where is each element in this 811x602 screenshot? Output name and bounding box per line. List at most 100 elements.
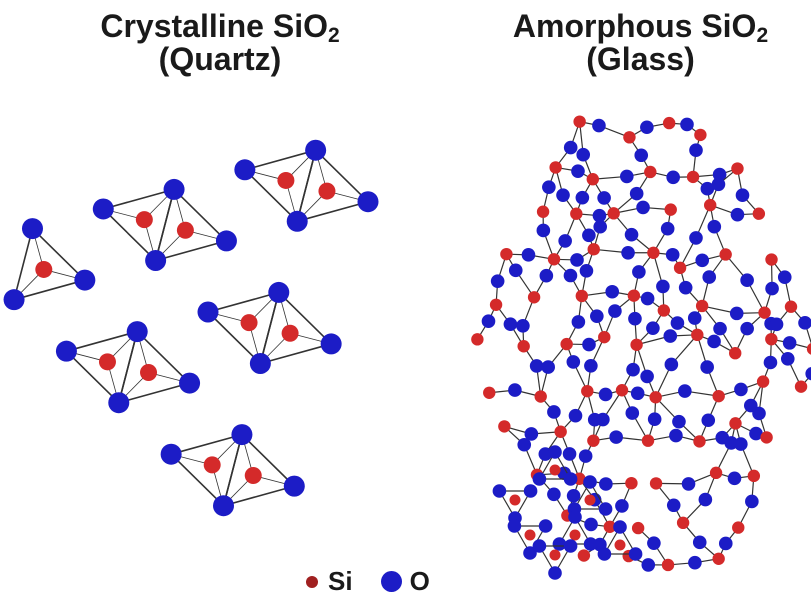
silicon-atom	[577, 549, 591, 562]
oxygen-atom	[508, 383, 522, 397]
oxygen-atom	[695, 253, 710, 268]
silicon-atom	[549, 464, 561, 476]
silicon-atom	[240, 314, 258, 332]
oxygen-atom	[562, 447, 577, 461]
oxygen-atom	[55, 340, 77, 362]
oxygen-atom	[548, 445, 562, 459]
silicon-atom	[483, 386, 496, 399]
oxygen-atom	[529, 359, 544, 373]
silicon-atom	[534, 390, 547, 403]
oxygen-atom	[805, 367, 811, 381]
silicon-atom	[661, 558, 675, 572]
oxygen-atom	[734, 382, 748, 397]
tetrahedron-edge	[296, 150, 317, 222]
silicon-atom	[536, 205, 550, 218]
silicon-atom	[570, 207, 583, 220]
oxygen-atom	[492, 484, 507, 498]
tetrahedron-edge	[278, 291, 332, 345]
oxygen-atom	[730, 207, 745, 222]
oxygen-atom	[605, 284, 620, 299]
silicon-atom	[664, 203, 677, 216]
silicon-atom	[244, 466, 262, 484]
oxygen-atom	[3, 289, 25, 311]
oxygen-atom	[582, 337, 596, 352]
silicon-atom	[140, 363, 158, 381]
tetrahedron-edge	[102, 208, 157, 262]
tetrahedron-edge	[155, 240, 227, 262]
oxygen-atom	[596, 412, 610, 427]
oxygen-atom	[160, 443, 182, 465]
silicon-atom	[573, 115, 586, 128]
oxygen-atom	[647, 536, 661, 550]
oxygen-atom	[718, 536, 733, 551]
tetrahedron-edge	[66, 330, 138, 352]
oxygen-atom	[734, 437, 748, 451]
oxygen-atom	[538, 519, 553, 533]
oxygen-atom	[598, 502, 613, 516]
silicon-atom	[98, 353, 116, 371]
tetrahedron-edge	[297, 200, 369, 223]
oxygen-atom	[305, 139, 327, 161]
oxygen-atom	[640, 291, 655, 306]
silicon-atom	[560, 337, 573, 351]
oxygen-atom	[628, 311, 642, 326]
tetrahedron-edge	[170, 433, 243, 455]
oxygen-atom	[576, 147, 591, 162]
oxygen-atom	[578, 449, 593, 463]
oxygen-atom	[678, 384, 692, 398]
oxygen-atom	[231, 424, 253, 446]
silicon-atom	[581, 384, 594, 398]
oxygen-atom	[21, 218, 43, 240]
oxygen-atom	[641, 558, 656, 572]
oxygen-atom	[689, 231, 703, 245]
silicon-atom	[709, 466, 723, 480]
oxygen-atom	[542, 180, 556, 194]
tetrahedron-edge	[222, 434, 243, 506]
silicon-atom	[784, 300, 798, 313]
oxygen-atom	[179, 372, 201, 394]
oxygen-atom	[620, 169, 634, 184]
silicon-atom	[732, 521, 745, 534]
silicon-atom	[641, 434, 655, 447]
oxygen-atom	[640, 120, 654, 135]
oxygen-atom	[563, 472, 578, 486]
oxygen-atom	[283, 475, 305, 497]
oxygen-atom	[688, 555, 702, 570]
oxygen-atom	[523, 546, 537, 560]
oxygen-atom	[571, 164, 585, 178]
oxygen-atom	[680, 117, 694, 132]
silicon-atom	[676, 516, 690, 530]
oxygen-atom	[598, 387, 613, 402]
silicon-atom	[554, 425, 567, 438]
oxygen-atom	[700, 181, 715, 196]
oxygen-atom	[670, 316, 685, 330]
oxygen-atom	[523, 484, 538, 498]
silicon-atom	[630, 338, 643, 351]
silicon-atom	[575, 289, 589, 303]
silicon-atom	[631, 521, 645, 535]
silicon-atom	[587, 243, 600, 256]
silicon-atom	[598, 330, 611, 344]
oxygen-atom	[234, 159, 256, 181]
silicon-atom	[549, 549, 561, 561]
oxygen-atom	[629, 186, 644, 201]
silicon-atom	[649, 477, 663, 490]
oxygen-atom	[666, 498, 681, 513]
oxygen-atom	[780, 351, 795, 366]
oxygen-atom	[197, 301, 219, 323]
silicon-atom	[695, 299, 709, 313]
oxygen-atom	[613, 520, 627, 534]
silicon-atom	[584, 494, 596, 506]
legend-silicon-swatch	[306, 575, 318, 588]
silicon-atom	[691, 328, 704, 342]
tetrahedron-edge	[260, 343, 332, 365]
oxygen-atom	[672, 414, 686, 429]
silicon-atom	[277, 171, 295, 189]
oxygen-atom	[765, 281, 779, 296]
oxygen-atom	[624, 227, 639, 242]
tetrahedron-edge	[207, 311, 261, 365]
oxygen-atom	[608, 304, 622, 318]
oxygen-atom	[630, 386, 645, 401]
oxygen-atom	[621, 245, 635, 260]
oxygen-atom	[536, 223, 551, 238]
